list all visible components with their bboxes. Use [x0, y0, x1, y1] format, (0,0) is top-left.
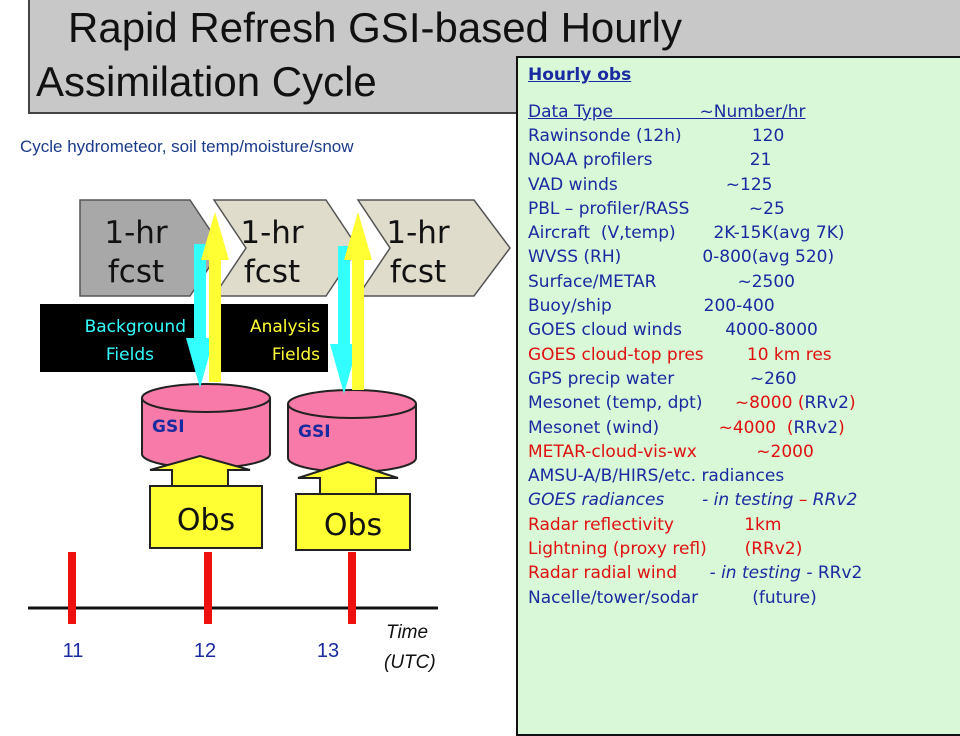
hour-tick-12: [204, 552, 212, 624]
background-fields-box: [40, 304, 196, 372]
obs-row: NOAA profilers 21: [528, 150, 772, 171]
gsi-cylinder-2: GSI: [287, 389, 417, 473]
hour-label: 11: [63, 640, 84, 662]
forecast-label-line2: fcst: [390, 254, 446, 290]
forecast-shape: [356, 199, 511, 297]
analysis-fields-label-line1: Analysis: [250, 317, 320, 337]
obs-row: METAR-cloud-vis-wx ~2000: [528, 441, 814, 462]
forecast-box-3: 1-hr fcst: [356, 199, 511, 297]
time-axis-label-line1: Time: [386, 622, 428, 643]
obs-row: GOES cloud-top pres 10 km res: [528, 344, 832, 365]
obs-arrow-icon: [149, 454, 251, 487]
hour-label: 13: [317, 640, 339, 662]
background-arrow-2: [330, 246, 358, 394]
obs-label: Obs: [177, 503, 235, 538]
hour-tick-13: [348, 552, 356, 624]
obs-row: Nacelle/tower/sodar (future): [528, 587, 817, 608]
cylinder-top: [287, 389, 417, 419]
obs-row: VAD winds ~125: [528, 174, 773, 195]
forecast-label-line2: fcst: [244, 254, 300, 290]
obs-row: Rawinsonde (12h) 120: [528, 126, 785, 146]
forecast-label-line1: 1-hr: [386, 215, 450, 251]
analysis-arrow-2: [344, 212, 372, 390]
obs-row: Aircraft (V,temp) 2K-15K(avg 7K): [528, 223, 845, 244]
forecast-label-line1: 1-hr: [104, 215, 168, 251]
obs-row: Surface/METAR ~2500: [528, 271, 795, 292]
obs-row: GOES radiances - in testing – RRv2: [528, 490, 858, 511]
arrow-shaft: [209, 258, 221, 382]
gsi-cylinder-1: GSI: [141, 383, 271, 469]
forecast-label-line1: 1-hr: [240, 215, 304, 251]
analysis-arrow-1: [201, 212, 229, 382]
obs-panel-heading: Hourly obs: [528, 65, 632, 85]
arrow-shaft: [338, 246, 350, 346]
arrow-head: [186, 338, 214, 388]
arrow-head: [344, 212, 372, 260]
background-fields-label-line1: Background: [85, 317, 186, 337]
obs-row: GOES cloud winds 4000-8000: [528, 320, 818, 341]
forecast-box-2: 1-hr fcst: [212, 199, 359, 297]
title-line-1: Rapid Refresh GSI-based Hourly: [68, 4, 682, 51]
obs-row: AMSU-A/B/HIRS/etc. radiances: [528, 466, 785, 487]
arrow-head: [201, 212, 229, 260]
gsi-label: GSI: [152, 417, 185, 437]
obs-arrow-icon: [297, 460, 399, 495]
subtitle: Cycle hydrometeor, soil temp/moisture/sn…: [20, 137, 354, 156]
arrow-head: [330, 344, 358, 394]
hour-tick-11: [68, 552, 76, 624]
obs-row: Mesonet (temp, dpt) ~8000 (RRv2): [528, 393, 856, 414]
obs-rect: [149, 485, 263, 549]
hourly-obs-panel: Hourly obs Data Type ~Number/hr Rawinson…: [516, 56, 960, 736]
obs-table-header: Data Type ~Number/hr: [528, 102, 806, 122]
forecast-shape: [212, 199, 359, 297]
obs-row: Mesonet (wind) ~4000 (RRv2): [528, 417, 845, 438]
time-axis-label-line2: (UTC): [384, 652, 436, 673]
obs-box-2: Obs: [295, 460, 411, 551]
background-fields-label-line2: Fields: [106, 345, 154, 365]
obs-row: WVSS (RH) 0-800(avg 520): [528, 247, 835, 268]
obs-row: Radar radial wind - in testing - RRv2: [528, 563, 863, 584]
obs-row: Lightning (proxy refl) (RRv2): [528, 539, 803, 560]
analysis-fields-box: [214, 304, 328, 372]
obs-row: Radar reflectivity 1km: [528, 514, 782, 535]
analysis-fields-label-line2: Fields: [272, 345, 320, 365]
obs-rect: [295, 493, 411, 551]
cylinder-top: [141, 383, 271, 413]
obs-label: Obs: [324, 508, 382, 543]
assimilation-diagram: 1-hr fcst 1-hr fcst 1-hr fcst Background…: [28, 199, 511, 673]
forecast-label-line2: fcst: [108, 254, 164, 290]
obs-row: PBL – profiler/RASS ~25: [528, 198, 785, 219]
obs-box-1: Obs: [149, 454, 263, 549]
arrow-shaft: [352, 258, 364, 390]
arrow-shaft: [194, 244, 206, 340]
obs-row: GPS precip water ~260: [528, 368, 797, 389]
gsi-label: GSI: [298, 422, 331, 442]
title-line-2: Assimilation Cycle: [36, 58, 377, 105]
hour-label: 12: [194, 640, 216, 662]
background-arrow-1: [186, 244, 214, 388]
obs-row: Buoy/ship 200-400: [528, 296, 775, 317]
